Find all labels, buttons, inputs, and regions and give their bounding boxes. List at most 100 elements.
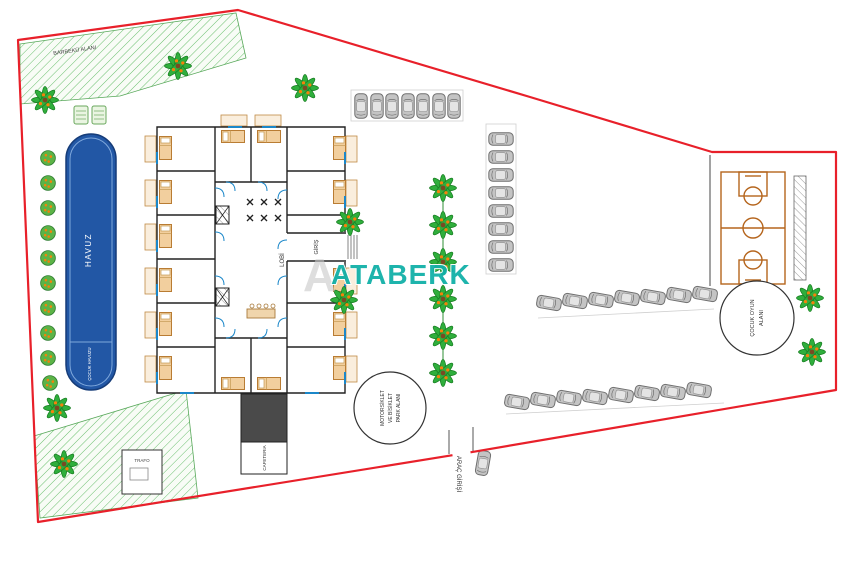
parking-column-right (485, 123, 517, 275)
lobby: LOBİ (215, 198, 286, 319)
car-icon (488, 258, 514, 272)
basketball-court (709, 155, 807, 286)
car-icon (685, 381, 713, 399)
entrance-steps (347, 235, 358, 259)
vehicle-entrance-label: ARAÇ GİRİŞİ (455, 456, 462, 493)
cafeteria-label: CAFETERIA (262, 445, 267, 470)
kids-play-area-circle: ÇOCUK OYUN ALANI (719, 280, 795, 356)
court-side-strip (793, 175, 807, 281)
car-icon (474, 449, 492, 477)
car-icon (432, 93, 446, 119)
bed-icon (159, 224, 172, 248)
car-icon (555, 389, 583, 407)
bed-icon (159, 312, 172, 336)
parking-row-middle-1 (535, 285, 719, 319)
bush-icon (41, 374, 59, 392)
bed-icon (257, 377, 281, 390)
bed-icon (221, 130, 245, 143)
palm-trees (30, 51, 827, 479)
kids-pool-label: ÇOCUK HAVUZU (87, 347, 92, 380)
bush-icon (39, 224, 57, 242)
bed-icon (221, 377, 245, 390)
car-icon (488, 240, 514, 254)
palm-tree-icon (30, 85, 60, 115)
car-icon (503, 393, 531, 411)
lobby-label: LOBİ (279, 253, 286, 267)
swimming-pool: HAVUZ ÇOCUK HAVUZU (65, 133, 117, 391)
bush-icon (39, 199, 57, 217)
kids-area-label-line2: ALANI (759, 310, 765, 326)
door-swings (214, 181, 288, 339)
bed-icon (333, 136, 346, 160)
building-plan: GİRİŞ (144, 114, 358, 394)
sunbeds (73, 105, 107, 125)
car-icon (529, 391, 557, 409)
bed-icon (159, 180, 172, 204)
bush-icon (39, 324, 57, 342)
entrance-label: GİRİŞ (313, 239, 320, 254)
bed-icon (333, 180, 346, 204)
car-icon (447, 93, 461, 119)
moto-label-line1: MOTORSİKLET (379, 390, 386, 426)
car-icon (354, 93, 368, 119)
watermark-logo: A (303, 249, 336, 301)
bush-icon (39, 349, 57, 367)
site-boundary (16, 8, 838, 524)
cafeteria-block: CAFETERIA (240, 393, 288, 475)
car-icon (691, 285, 719, 303)
car-icon (488, 204, 514, 218)
bed-icon (159, 356, 172, 380)
transformer-building: TRAFO (121, 449, 163, 495)
parking-row-top (350, 89, 464, 122)
car-icon (370, 93, 384, 119)
palm-tree-icon (428, 210, 458, 240)
watermark: A ATABERK (303, 249, 471, 301)
palm-tree-icon (163, 51, 193, 81)
palm-tree-icon (335, 207, 365, 237)
car-icon (535, 294, 563, 312)
palm-tree-icon (290, 73, 320, 103)
lobby-sofa (246, 303, 276, 319)
palm-tree-icon (428, 173, 458, 203)
balconies (144, 114, 358, 383)
bush-icon (39, 249, 57, 267)
parking-row-middle-2 (503, 381, 725, 415)
car-icon (488, 222, 514, 236)
car-icon (633, 384, 661, 402)
bush-icon (39, 149, 57, 167)
palm-tree-icon (795, 283, 825, 313)
car-icon (561, 292, 589, 310)
car-icon (665, 286, 693, 304)
car-icon (488, 186, 514, 200)
car-icon (488, 132, 514, 146)
tree-row-left (39, 149, 59, 392)
watermark-text: ATABERK (331, 259, 471, 290)
palm-tree-icon (42, 393, 72, 423)
car-icon (659, 383, 687, 401)
car-icon (639, 288, 667, 306)
entrance-corridor: GİRİŞ (286, 232, 358, 262)
bed-icon (257, 130, 281, 143)
car-icon (401, 93, 415, 119)
moto-parking-circle: MOTORSİKLET VE BİSİKLET PARK ALANI (353, 371, 427, 445)
bed-icon (159, 268, 172, 292)
car-icon (488, 168, 514, 182)
palm-tree-icon (428, 321, 458, 351)
kids-area-label-line1: ÇOCUK OYUN (750, 299, 756, 336)
bush-icon (39, 174, 57, 192)
pool-label: HAVUZ (84, 233, 93, 267)
car-icon (613, 289, 641, 307)
bed-icon (159, 136, 172, 160)
vehicle-entrance: ARAÇ GİRİŞİ (448, 427, 492, 493)
window-marks (156, 126, 346, 394)
trafo-label: TRAFO (134, 458, 150, 463)
car-icon (587, 291, 615, 309)
palm-tree-icon (49, 449, 79, 479)
car-icon (488, 150, 514, 164)
moto-label-line2: VE BİSİKLET (387, 393, 394, 423)
bush-icon (39, 299, 57, 317)
palm-tree-icon (428, 358, 458, 388)
car-icon (416, 93, 430, 119)
